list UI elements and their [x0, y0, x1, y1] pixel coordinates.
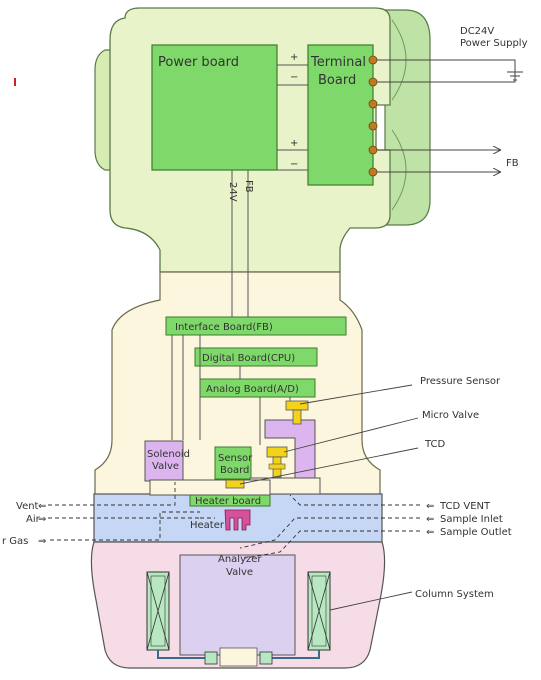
flow-arrow-gas: ⇒	[38, 536, 46, 547]
terminal-board-label: Terminal	[310, 55, 366, 70]
column-system-label: Column System	[415, 589, 494, 600]
tcd-label: TCD	[424, 439, 446, 450]
sensor-board-label-2: Board	[220, 465, 249, 476]
terminal-board	[307, 44, 374, 186]
leader-lines	[239, 384, 419, 611]
tcd-vent-label: TCD VENT	[439, 501, 491, 512]
flow-arrow-tcd-vent: ⇐	[426, 501, 434, 512]
analyzer-valve-label-2: Valve	[226, 567, 253, 578]
internal-wiring	[171, 64, 308, 445]
air-label: Air	[26, 514, 41, 525]
vent-label: Vent	[16, 501, 39, 512]
minus-sign-1: −	[290, 72, 298, 83]
voltage-fb-label: FB	[243, 180, 254, 193]
pressure-sensor-part	[285, 400, 309, 425]
digital-board	[194, 347, 318, 367]
minus-sign-2: −	[290, 159, 298, 170]
heater-board-label: Heater board	[195, 496, 261, 507]
flow-arrow-air: ⇒	[38, 514, 46, 525]
voltage-24v-label: 24V	[227, 182, 238, 202]
gas-label: r Gas	[2, 536, 28, 547]
micro-valve-label: Micro Valve	[422, 410, 479, 421]
analyzer-valve-label: Analyzer	[218, 554, 262, 565]
interface-board-label: Interface Board(FB)	[175, 322, 273, 333]
terminal-connectors	[368, 55, 378, 177]
solenoid-valve	[144, 440, 184, 482]
interface-board	[165, 316, 347, 336]
column-right	[307, 571, 331, 651]
sensor-board	[214, 446, 252, 480]
power-board	[151, 44, 278, 171]
solenoid-valve-label: Solenoid	[147, 449, 190, 460]
heater-label: Heater	[190, 520, 225, 531]
terminal-board-label-2: Board	[318, 73, 356, 88]
column-left	[146, 571, 170, 651]
flow-lines	[48, 482, 420, 559]
pressure-sensor-label: Pressure Sensor	[420, 376, 501, 387]
solenoid-valve-label-2: Valve	[152, 461, 179, 472]
plus-sign-2: +	[290, 138, 298, 149]
flow-arrow-vent: ⇐	[38, 501, 46, 512]
fb-label: FB	[506, 158, 519, 169]
power-supply-label-2: Power Supply	[460, 38, 528, 49]
plus-sign-1: +	[290, 52, 298, 63]
sample-outlet-label: Sample Outlet	[440, 527, 512, 538]
power-board-label: Power board	[158, 55, 239, 70]
flow-arrow-sample-inlet: ⇐	[426, 514, 434, 525]
heater-element	[224, 509, 251, 531]
tcd-part	[225, 479, 245, 489]
red-mark	[14, 78, 16, 86]
digital-board-label: Digital Board(CPU)	[202, 353, 295, 364]
analog-board-label: Analog Board(A/D)	[206, 384, 299, 395]
sample-inlet-label: Sample Inlet	[440, 514, 503, 525]
sensor-board-label: Sensor	[218, 453, 253, 464]
micro-valve-part	[266, 446, 288, 478]
column-system-box	[179, 554, 296, 656]
flow-arrow-sample-outlet: ⇐	[426, 527, 434, 538]
external-wiring	[377, 59, 523, 172]
power-supply-label: DC24V	[460, 26, 494, 37]
